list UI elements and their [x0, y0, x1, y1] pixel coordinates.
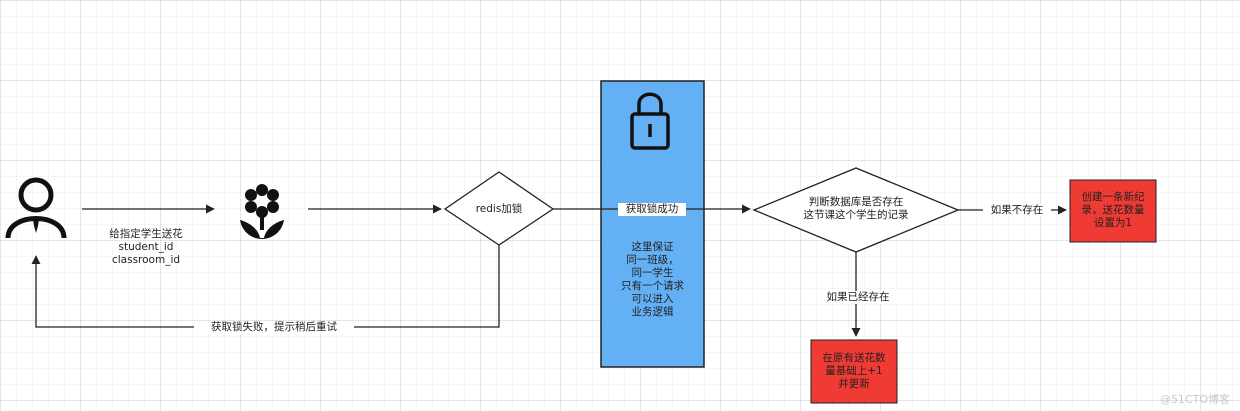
lock-icon — [630, 92, 670, 150]
redis-lock-label: redis加锁 — [475, 203, 523, 215]
send-flower-label: 给指定学生送花 student_id classroom_id — [109, 228, 183, 266]
lock-success-label: 获取锁成功 — [618, 203, 686, 216]
create-record-label: 创建一条新纪 录，送花数量 设置为1 — [1081, 191, 1145, 229]
update-record-box — [810, 339, 898, 404]
watermark: @51CTO博客 — [1159, 393, 1230, 406]
person-tie — [33, 219, 39, 233]
flower-icon — [240, 184, 284, 239]
exists-label: 如果已经存在 — [818, 291, 898, 304]
create-record-box — [1069, 179, 1157, 243]
lock-panel — [600, 80, 705, 368]
not-exists-label: 如果不存在 — [983, 204, 1051, 217]
update-record-label: 在原有送花数 量基础上+1 并更新 — [822, 352, 886, 390]
lock-description: 这里保证 同一班级， 同一学生 只有一个请求 可以进入 业务逻辑 — [621, 241, 684, 318]
db-check-label: 判断数据库是否存在 这节课这个学生的记录 — [803, 196, 909, 221]
lock-fail-label: 获取锁失败，提示稍后重试 — [194, 321, 354, 334]
person-icon — [5, 177, 67, 239]
